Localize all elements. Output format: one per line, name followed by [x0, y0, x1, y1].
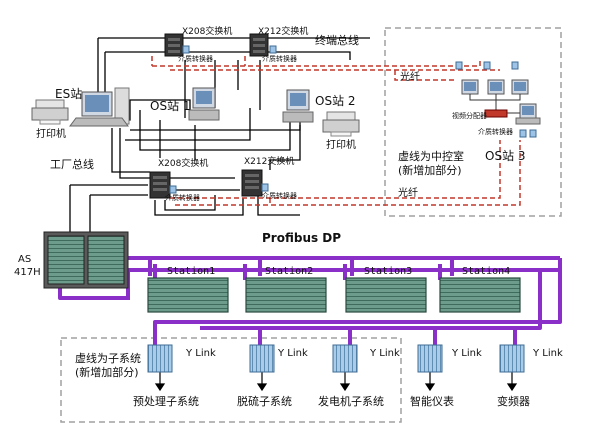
printer-right-label: 打印机 — [326, 138, 356, 151]
sub-pretreat-label: 预处理子系统 — [133, 395, 199, 408]
es-station-computer[interactable] — [69, 87, 130, 127]
profibus-lines — [58, 256, 562, 345]
printer-right-icon[interactable] — [322, 111, 360, 137]
subsystem-note-line2: (新增加部分) — [75, 365, 139, 379]
subsystem-note-line1: 虚线为子系统 — [75, 351, 141, 365]
media-converter-label-5: 介质转换器 — [478, 127, 513, 136]
fiber-lines — [151, 56, 521, 206]
switch-x212-mid-icon[interactable] — [241, 169, 263, 197]
station1-label: Station1 — [167, 266, 215, 277]
printer-left-icon[interactable] — [31, 99, 69, 125]
control-room-note-line2: (新增加部分) — [398, 163, 462, 177]
as-label-line1: AS — [18, 254, 31, 265]
es-station-label: ES站 — [55, 87, 82, 101]
media-converter-icons — [169, 45, 537, 194]
control-room-note-line1: 虚线为中控室 — [398, 149, 464, 163]
fiber-top-label: 光纤 — [400, 70, 420, 83]
video-splitter-label: 视频分配器 — [452, 111, 487, 120]
media-converter-label-4: 介质转换器 — [262, 191, 297, 200]
station-racks[interactable] — [147, 277, 521, 313]
switch-x212-top-label: X212交换机 — [258, 25, 308, 37]
os-station-2-label: OS站 2 — [315, 94, 356, 108]
subsystem-dashed-box — [60, 337, 402, 423]
profibus-label: Profibus DP — [262, 231, 341, 245]
sub-desulf-label: 脱硫子系统 — [237, 394, 292, 408]
terminal-bus-label: 终端总线 — [315, 33, 359, 47]
station4-label: Station4 — [462, 266, 510, 277]
control-room-dashed-box — [384, 27, 562, 217]
media-converter-label-3: 介质转换器 — [165, 193, 200, 202]
printer-left-label: 打印机 — [36, 127, 66, 140]
ylink-label-5: Y Link — [532, 348, 563, 359]
os-station-3-label: OS站 3 — [485, 149, 526, 163]
switch-x212-mid-label: X212交换机 — [244, 155, 294, 167]
ylink-label-2: Y Link — [277, 348, 308, 359]
ylink-label-3: Y Link — [369, 348, 400, 359]
fiber-mid-label: 光纤 — [398, 186, 418, 199]
ylink-modules[interactable] — [147, 344, 525, 373]
switch-x208-top-label: X208交换机 — [182, 25, 232, 37]
ylink-label-1: Y Link — [185, 348, 216, 359]
factory-bus-label: 工厂总线 — [50, 157, 94, 171]
ylink-label-4: Y Link — [451, 348, 482, 359]
subsystem-arrows — [154, 372, 518, 392]
sub-meter-label: 智能仪表 — [410, 394, 454, 408]
media-converter-label-2: 介质转换器 — [262, 54, 297, 63]
sub-generator-label: 发电机子系统 — [318, 394, 384, 408]
media-converter-label-1: 介质转换器 — [178, 54, 213, 63]
os-station-1-computer[interactable] — [188, 87, 220, 121]
switch-x208-mid-icon[interactable] — [149, 171, 171, 199]
sub-inverter-label: 变频器 — [497, 394, 530, 408]
as-417h-rack[interactable] — [43, 231, 129, 289]
station2-label: Station2 — [265, 266, 313, 277]
switch-x212-top-icon[interactable] — [249, 33, 269, 57]
os-station-3-cluster[interactable] — [461, 79, 541, 125]
os-station-2-computer[interactable] — [282, 89, 314, 123]
station3-label: Station3 — [364, 266, 412, 277]
os-station-1-label: OS站 1 — [150, 99, 191, 113]
switch-x208-top-icon[interactable] — [164, 33, 184, 57]
as-label-line2: 417H — [14, 267, 41, 278]
switch-x208-mid-label: X208交换机 — [158, 157, 208, 169]
